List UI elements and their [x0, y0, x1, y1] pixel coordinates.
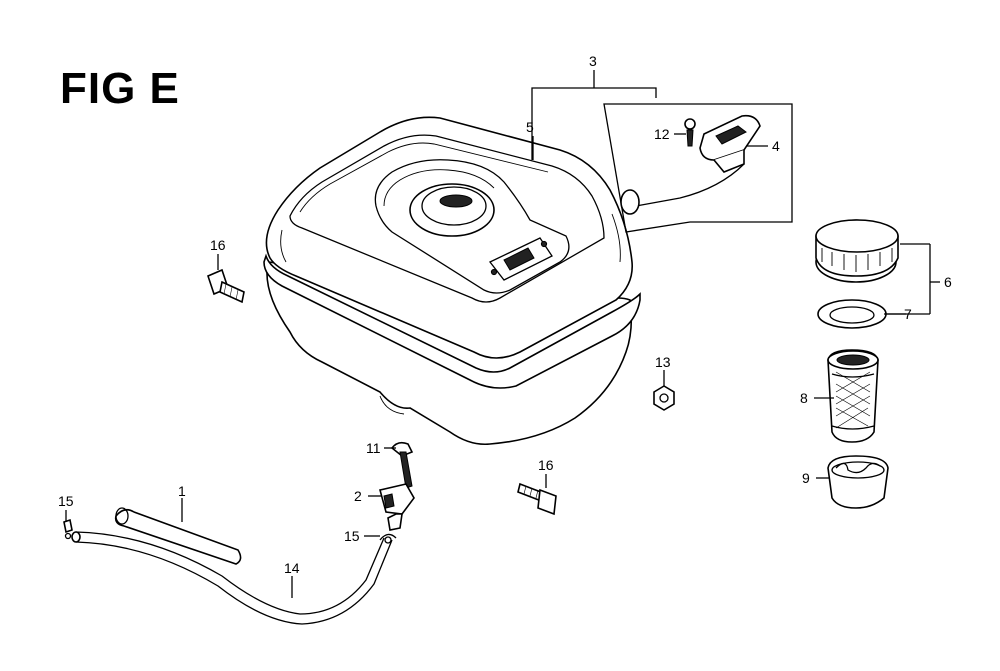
- callout-5: 5: [526, 119, 534, 135]
- cap-gasket: [817, 299, 887, 329]
- callout-8: 8: [800, 390, 808, 406]
- bolt-upper: [207, 268, 245, 304]
- hose-clip-right: [379, 533, 397, 544]
- fuel-strainer: [827, 349, 879, 443]
- callout-9: 9: [802, 470, 810, 486]
- fuel-tank: [263, 116, 641, 446]
- callout-14: 14: [284, 560, 300, 576]
- fuel-cock: [379, 441, 415, 531]
- gauge-assembly: [531, 70, 793, 233]
- leader-lines: [65, 133, 940, 598]
- callout-4: 4: [772, 138, 780, 154]
- callout-3: 3: [589, 53, 597, 69]
- fuel-hose-short: [114, 507, 242, 565]
- callout-2: 2: [354, 488, 362, 504]
- hose-clip-left: [63, 518, 73, 540]
- callout-1: 1: [178, 483, 186, 499]
- callout-7: 7: [904, 306, 912, 322]
- callout-labels: 1 2 3 4 5 6 7 8 9 11 12 13 14 15 15 16 1…: [58, 53, 952, 576]
- callout-13: 13: [655, 354, 671, 370]
- callout-6: 6: [944, 274, 952, 290]
- callout-16-upper: 16: [210, 237, 226, 253]
- callout-12: 12: [654, 126, 670, 142]
- callout-11: 11: [366, 440, 381, 456]
- callout-15-right: 15: [344, 528, 360, 544]
- nut: [653, 385, 675, 411]
- callout-15-left: 15: [58, 493, 74, 509]
- fuel-cap: [815, 219, 899, 283]
- strainer-ring: [827, 455, 889, 509]
- bolt-lower: [517, 482, 557, 516]
- callout-16-lower: 16: [538, 457, 554, 473]
- fuel-hose-long: [71, 531, 393, 625]
- figure-title: FIG E: [60, 64, 180, 113]
